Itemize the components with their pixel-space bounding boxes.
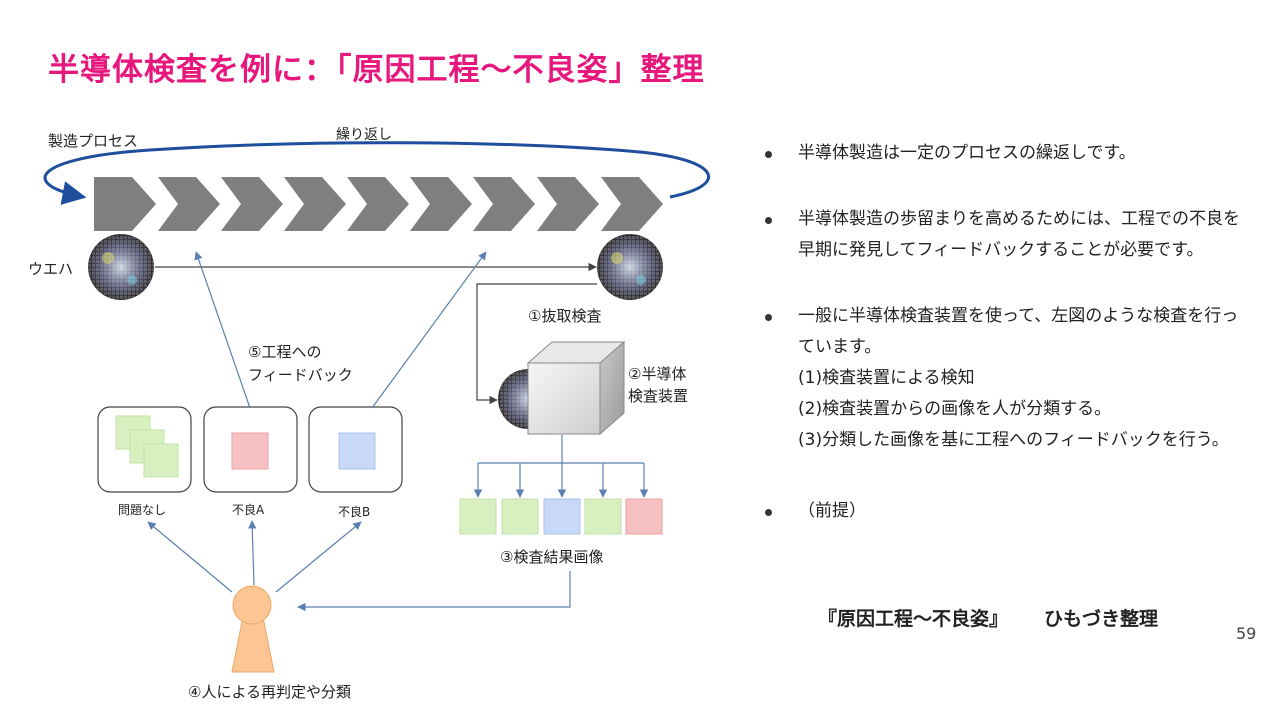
process-step-7	[473, 177, 535, 231]
bullet-item: 半導体製造の歩留まりを高めるためには、工程での不良を早期に発見してフィードバック…	[762, 204, 1242, 266]
process-step-3	[221, 177, 283, 231]
result-distribution	[473, 435, 649, 498]
results-to-person-arrow	[297, 571, 571, 612]
step4-label: ④人による再判定や分類	[188, 683, 351, 701]
bullet-item: 半導体製造は一定のプロセスの繰返しです。	[762, 138, 1242, 169]
classify-arrow-defect-a	[248, 520, 257, 586]
sampling-path	[476, 283, 597, 405]
process-step-6	[410, 177, 472, 231]
process-steps	[94, 177, 663, 231]
step2-label-line1: ②半導体	[628, 365, 687, 383]
step1-label: ①抜取検査	[528, 307, 602, 325]
category-box-defect-b	[308, 406, 403, 493]
bullet-item: 一般に半導体検査装置を使って、左図のような検査を行っています。 (1)検査装置に…	[762, 301, 1242, 456]
sub-item: (1)検査装置による検知	[798, 368, 975, 388]
sub-item: (2)検査装置からの画像を人が分類する。	[798, 399, 1112, 419]
feedback-arrow	[194, 251, 251, 409]
category-label-defect-b: 不良B	[338, 505, 371, 519]
classify-arrow-defect-b	[275, 521, 362, 593]
step5-label-line2: フィードバック	[248, 366, 353, 384]
process-step-2	[158, 177, 220, 231]
process-step-9	[601, 177, 663, 231]
category-label-defect-a: 不良A	[232, 503, 265, 517]
process-diagram	[43, 141, 710, 673]
bullet-item: （前提）	[762, 496, 1242, 527]
page-number: 59	[1236, 624, 1257, 643]
wafer-label: ウエハ	[28, 260, 74, 278]
step5-label-line1: ⑤工程への	[248, 343, 322, 361]
category-box-ok	[97, 406, 192, 493]
person-icon	[231, 585, 275, 673]
step2-label-line2: 検査装置	[628, 387, 689, 405]
wafer-left	[88, 234, 154, 300]
result-image-ok	[459, 498, 497, 535]
classify-arrow-ok	[147, 521, 233, 593]
inspection-device-cube	[526, 340, 626, 436]
process-label: 製造プロセス	[48, 132, 139, 150]
category-label-ok: 問題なし	[118, 503, 167, 517]
result-image-defect-a	[625, 498, 663, 535]
premise-part1: 『原因工程～不良姿』	[818, 608, 1009, 630]
process-step-5	[347, 177, 409, 231]
result-image-defect-b	[543, 498, 581, 535]
sub-item: (3)分類した画像を基に工程へのフィードバックを行う。	[798, 430, 1229, 450]
repeat-loop	[43, 141, 710, 205]
result-images	[459, 498, 663, 535]
process-step-8	[537, 177, 599, 231]
premise-part2: ひもづき整理	[1044, 608, 1159, 630]
process-step-4	[284, 177, 346, 231]
result-image-ok	[584, 498, 622, 535]
feedback-arrow	[371, 251, 487, 409]
step3-label: ③検査結果画像	[500, 548, 604, 566]
repeat-label: 繰り返し	[336, 127, 392, 143]
category-box-defect-a	[203, 406, 298, 493]
process-step-1	[94, 177, 156, 231]
page-title: 半導体検査を例に：「原因工程～不良姿」整理	[48, 52, 705, 88]
wafer-right	[597, 234, 663, 300]
result-image-ok	[501, 498, 539, 535]
explanation-bullets: 半導体製造は一定のプロセスの繰返しです。 半導体製造の歩留まりを高めるためには、…	[762, 138, 1242, 527]
premise-statement: 『原因工程～不良姿』 ひもづき整理	[818, 604, 1158, 631]
